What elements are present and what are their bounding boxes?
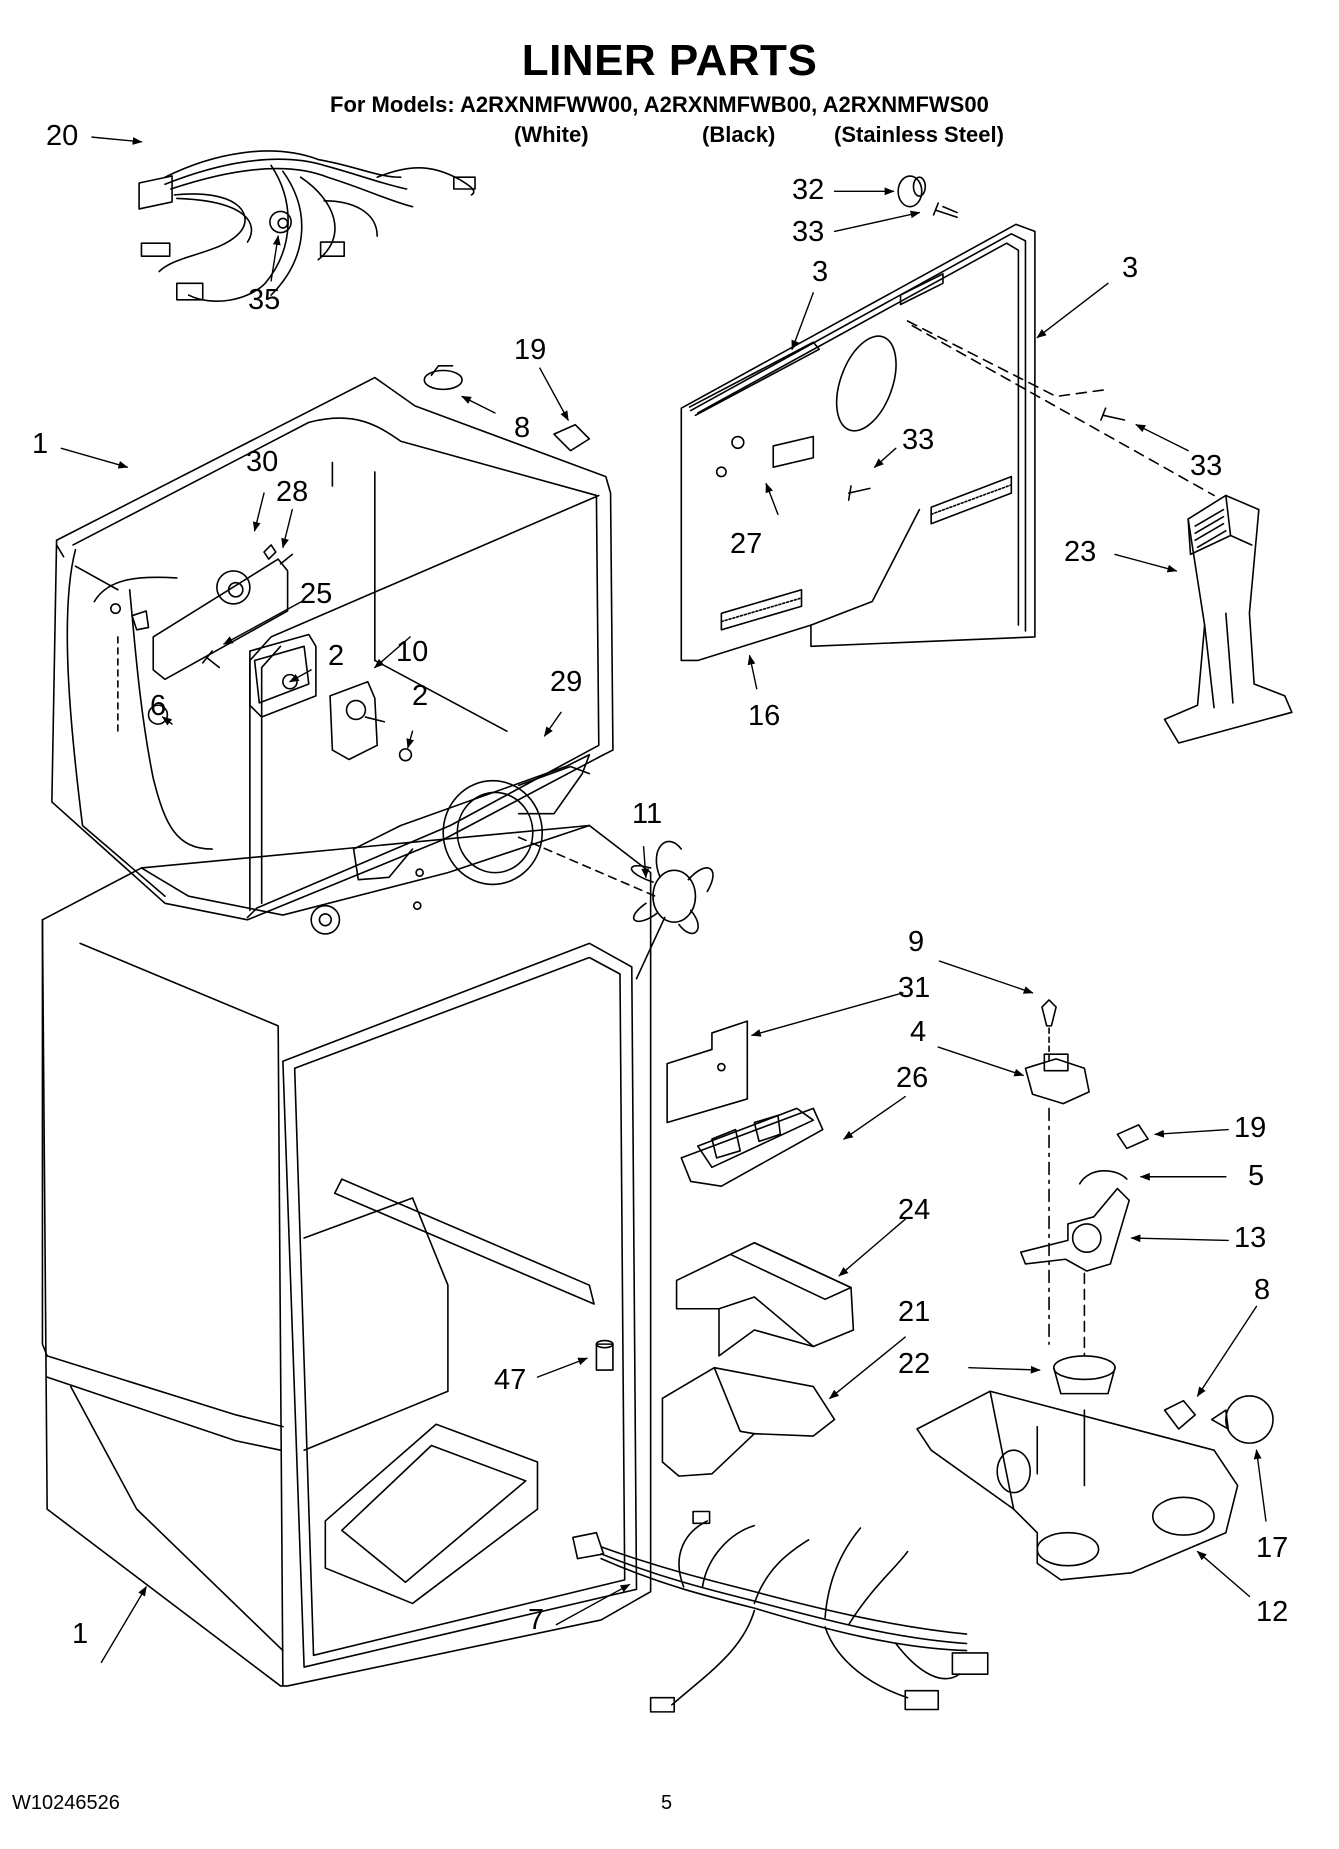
- callout-8-lower: 8: [1254, 1274, 1271, 1306]
- screw-33-mid: [849, 486, 870, 500]
- damper-control-4: [1025, 1054, 1089, 1104]
- callout-25: 25: [300, 578, 333, 610]
- callout-2-lower: 2: [412, 680, 429, 712]
- callout-35: 35: [248, 284, 281, 316]
- variant-white: (White): [514, 122, 589, 147]
- callout-16: 16: [748, 700, 781, 732]
- callout-30: 30: [246, 446, 279, 478]
- liner-back-panel-16: [681, 224, 1035, 660]
- bulb-17: [1212, 1396, 1273, 1443]
- wire-harness-7: [573, 1511, 988, 1711]
- callout-24: 24: [898, 1194, 931, 1226]
- thermostat-13: [1021, 1189, 1129, 1272]
- duct-cover-24: [677, 1243, 854, 1356]
- fresh-food-liner-1: [42, 825, 650, 1685]
- callout-1-upper: 1: [32, 428, 49, 460]
- duct-21: [662, 1368, 834, 1476]
- callout-33-right: 33: [1190, 450, 1223, 482]
- plate-31: [667, 1021, 747, 1122]
- callout-47: 47: [494, 1364, 527, 1396]
- wire-harness-20: [139, 151, 475, 301]
- damper-assembly-28: [153, 545, 292, 679]
- callout-33-mid: 33: [902, 424, 935, 456]
- leader-lines: [61, 136, 1266, 1662]
- callout-33-top: 33: [792, 216, 825, 248]
- spacer-32: [898, 176, 925, 207]
- callout-5: 5: [1248, 1160, 1265, 1192]
- callout-2-upper: 2: [328, 640, 345, 672]
- callout-20: 20: [46, 120, 79, 152]
- clip-5: [1080, 1171, 1127, 1184]
- callout-13: 13: [1234, 1222, 1267, 1254]
- callout-12: 12: [1256, 1596, 1289, 1628]
- control-housing-26: [681, 1108, 822, 1186]
- screw-25: [203, 651, 220, 668]
- socket-47: [596, 1341, 613, 1370]
- callout-4: 4: [910, 1016, 927, 1048]
- temperature-control-10: [250, 635, 411, 761]
- callout-26: 26: [896, 1062, 929, 1094]
- callout-29: 29: [550, 666, 583, 698]
- screw-33-top: [934, 203, 958, 217]
- clip-19: [1117, 1125, 1148, 1149]
- fan-shroud-29: [354, 755, 590, 885]
- callout-23: 23: [1064, 536, 1097, 568]
- models-line: For Models: A2RXNMFWW00, A2RXNMFWB00, A2…: [330, 92, 989, 117]
- callout-9: 9: [908, 926, 925, 958]
- document-number: W10246526: [12, 1792, 120, 1814]
- callout-11: 11: [632, 798, 663, 830]
- variant-black: (Black): [702, 122, 776, 147]
- callout-22: 22: [898, 1348, 931, 1380]
- callout-6: 6: [150, 690, 167, 722]
- screw-33-right: [1101, 408, 1125, 420]
- callout-3-left: 3: [812, 256, 829, 288]
- freezer-liner-1: [52, 378, 613, 920]
- callout-19-top: 19: [514, 334, 547, 366]
- callout-27: 27: [730, 528, 763, 560]
- callout-3-right: 3: [1122, 252, 1139, 284]
- air-duct-23: [1165, 495, 1292, 743]
- callout-32: 32: [792, 174, 825, 206]
- callout-1-lower: 1: [72, 1618, 89, 1650]
- callout-10: 10: [396, 636, 429, 668]
- fan-blade-11: [631, 841, 712, 978]
- callout-19-lower: 19: [1234, 1112, 1267, 1144]
- socket-8: [1165, 1401, 1196, 1429]
- callout-28: 28: [276, 476, 309, 508]
- variant-stainless: (Stainless Steel): [834, 122, 1004, 147]
- grommet-22: [1054, 1356, 1115, 1394]
- callout-31: 31: [898, 972, 931, 1004]
- callout-8-top: 8: [514, 412, 531, 444]
- socket-8-top: [424, 366, 462, 390]
- page-title: LINER PARTS: [521, 36, 818, 85]
- screw-9: [1042, 1000, 1056, 1026]
- callout-21: 21: [898, 1296, 931, 1328]
- page-number: 5: [661, 1792, 673, 1814]
- light-housing-12: [917, 1391, 1238, 1580]
- callout-17: 17: [1256, 1532, 1289, 1564]
- hinge-clip-19-top: [554, 425, 589, 451]
- callout-7: 7: [528, 1604, 545, 1636]
